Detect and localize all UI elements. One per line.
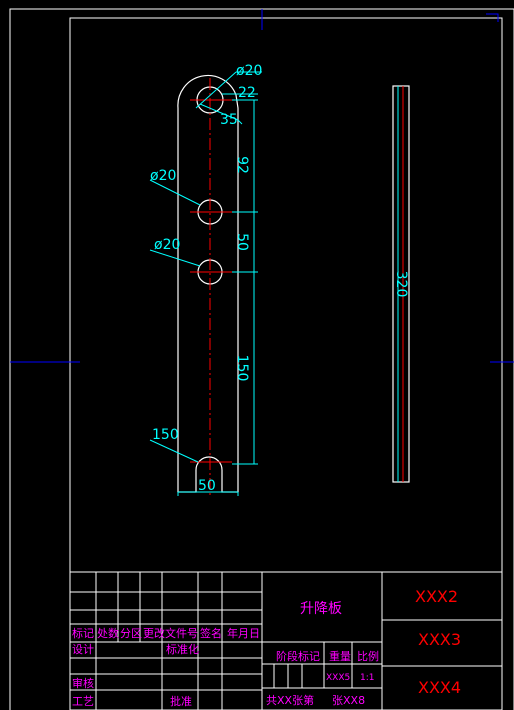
label-standardize: 标准化 xyxy=(166,642,199,656)
label-weight: 重量 xyxy=(329,649,351,663)
label-date: 年月日 xyxy=(227,626,260,640)
plate-side-view: 320 xyxy=(392,85,410,483)
dim-top-width: 22 xyxy=(238,85,256,101)
title-block-labels: 标记 处数 分区 更改文件号 签名 年月日 设计 标准化 阶段标记 重量 比例 … xyxy=(72,601,379,708)
label-design: 设计 xyxy=(72,643,94,656)
title-block xyxy=(69,571,503,710)
dim-side-length: 320 xyxy=(393,271,409,298)
dim-bottom-width: 50 xyxy=(198,478,216,494)
label-process: 工艺 xyxy=(72,695,94,708)
dim-hole-mid1: ø20 xyxy=(150,168,176,184)
label-change-doc: 更改文件号 xyxy=(143,626,198,640)
drawing-no-3: XXX4 xyxy=(418,678,461,697)
plate-outline xyxy=(177,74,239,493)
label-signature: 签名 xyxy=(200,626,222,640)
dimension-labels: ø20 22 35 ø20 92 ø20 50 150 150 50 xyxy=(150,63,262,494)
plate-front-view xyxy=(177,74,239,496)
part-name: 升降板 xyxy=(300,601,342,617)
dim-hole-mid2: ø20 xyxy=(154,237,180,253)
drawing-numbers: XXX2 XXX3 XXX4 xyxy=(415,587,461,697)
dim-slot-radius: 150 xyxy=(152,427,179,443)
scale-value: 1:1 xyxy=(360,673,374,683)
label-zone: 分区 xyxy=(120,627,142,640)
label-stage-mark: 阶段标记 xyxy=(276,649,320,663)
dim-top-offset: 35 xyxy=(220,112,238,128)
label-review: 审核 xyxy=(72,676,94,690)
dim-d2: 50 xyxy=(234,233,250,251)
weight-value: XXX5 xyxy=(326,673,350,683)
dim-d1: 92 xyxy=(234,156,250,174)
center-marks xyxy=(10,9,514,363)
label-mark: 标记 xyxy=(72,626,94,640)
sheet-number: 张XX8 xyxy=(332,694,365,707)
label-approve: 批准 xyxy=(170,694,192,708)
dim-hole-top: ø20 xyxy=(236,63,262,79)
label-scale: 比例 xyxy=(357,649,379,663)
label-count: 处数 xyxy=(97,627,119,640)
dimensions xyxy=(149,71,262,496)
drawing-no-2: XXX3 xyxy=(418,630,461,649)
sheet-info: 共XX张第 xyxy=(266,693,314,707)
drawing-no-1: XXX2 xyxy=(415,587,458,606)
dim-d3: 150 xyxy=(234,355,250,382)
